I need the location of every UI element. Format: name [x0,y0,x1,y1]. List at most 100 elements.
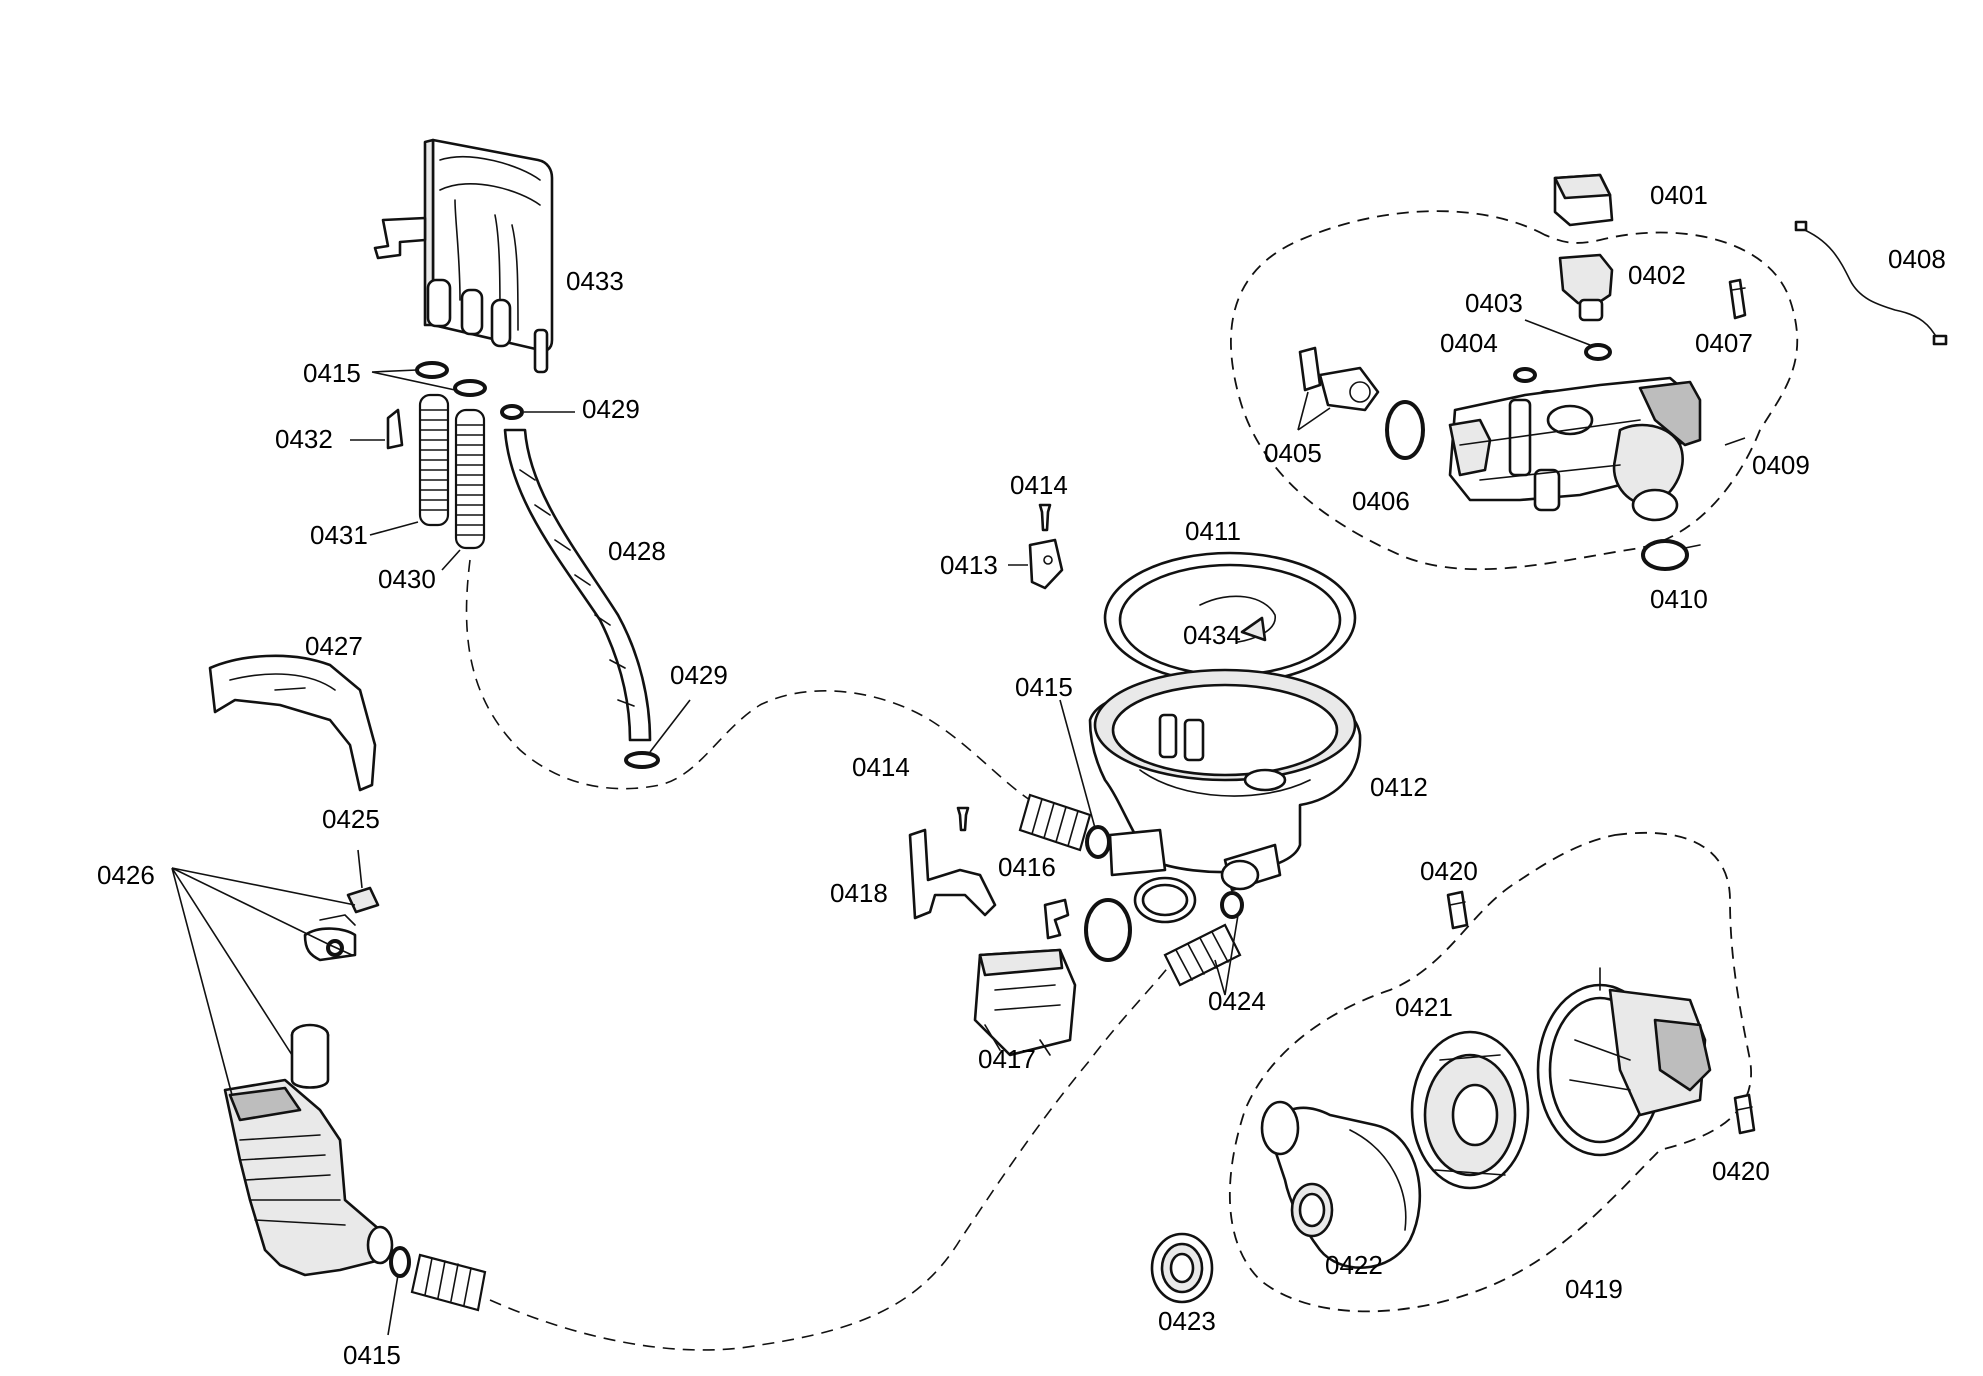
part-drain-hose-lower [410,1253,487,1312]
leader-0403 [1524,319,1591,346]
part-0428-hose [503,428,652,742]
part-0434-cover-arrow [1199,595,1276,643]
part-0414-screw-a [1038,503,1052,532]
part-0432-clip [386,408,404,450]
part-0424-hose [1163,923,1242,987]
leader-0431 [369,521,419,536]
label-0408: 0408 [1888,244,1946,274]
part-0413-holder [1028,538,1064,590]
part-0430-hose [454,408,486,550]
label-0405: 0405 [1264,438,1322,468]
label-0406: 0406 [1352,486,1410,516]
label-0401: 0401 [1650,180,1708,210]
leader-0415c [387,1274,399,1336]
label-0419: 0419 [1565,1274,1623,1304]
label-0429-b: 0429 [670,660,728,690]
hose-route-0430 [465,559,1031,801]
leader-0426 [171,867,356,1096]
label-0420-a: 0420 [1420,856,1478,886]
label-0431: 0431 [310,520,368,550]
leader-0405 [1297,391,1331,431]
part-0415-ring-a [415,361,449,379]
leader-0424 [1214,914,1239,996]
label-0433: 0433 [566,266,624,296]
part-0424-seal [1084,898,1132,962]
label-0411: 0411 [1185,516,1241,546]
label-0415-c: 0415 [343,1340,401,1370]
part-0410-clamp [1641,539,1701,571]
part-0401-cover [1553,173,1614,227]
label-0412: 0412 [1370,772,1428,802]
label-0434: 0434 [1183,620,1241,650]
part-0420-clip-b [1733,1093,1756,1135]
part-0418-bracket [908,828,997,920]
label-0427: 0427 [305,631,363,661]
part-0415-ring-middle [1085,825,1111,859]
label-0422: 0422 [1325,1250,1383,1280]
label-0407: 0407 [1695,328,1753,358]
part-0426-drain-pump [223,1078,394,1277]
part-0426-small-parts [290,914,357,1089]
part-0427-cover [208,654,377,792]
label-0429-a: 0429 [582,394,640,424]
part-0416-clip [1043,898,1070,940]
part-0408-wire [1794,220,1948,346]
leader-0425 [357,849,363,889]
part-0421-impeller-housing [1410,1030,1530,1190]
leader-0430 [441,549,461,571]
label-0413: 0413 [940,550,998,580]
label-0420-b: 0420 [1712,1156,1770,1186]
label-0403: 0403 [1465,288,1523,318]
label-0404: 0404 [1440,328,1498,358]
part-0424-ring [1220,891,1244,919]
label-0409: 0409 [1752,450,1810,480]
part-0405-heater-switch [1298,346,1380,412]
part-0431-hose [418,393,450,527]
part-0420-clip-a [1446,890,1469,930]
leader-0409 [1724,437,1746,446]
label-0415-b: 0415 [1015,672,1073,702]
label-0423: 0423 [1158,1306,1216,1336]
part-0429-clip-a [500,404,524,420]
part-0423-seal [1150,1232,1214,1304]
part-0409-heat-pump-body [1448,376,1702,522]
label-0414-b: 0414 [852,752,910,782]
label-0417: 0417 [978,1044,1036,1074]
label-0416: 0416 [998,852,1056,882]
label-0424: 0424 [1208,986,1266,1016]
leader-0429b [649,699,691,753]
label-0421: 0421 [1395,992,1453,1022]
leader-0415a [371,369,456,391]
part-0406-ring [1385,400,1425,460]
label-0414-a: 0414 [1010,470,1068,500]
part-0422-pump-housing [1260,1100,1422,1269]
part-0403-ring [1584,343,1612,361]
part-0415-ring-b [453,379,487,397]
pump-group-outline [1229,831,1753,1313]
part-0419-motor [1536,967,1712,1157]
label-0402: 0402 [1628,260,1686,290]
part-0402-sensor [1558,253,1614,322]
part-0404-ring-a [1513,367,1537,383]
label-0432: 0432 [275,424,333,454]
part-0433-cover [373,138,554,374]
part-0412-sump [1088,668,1362,924]
valve-group-outline [1230,210,1799,571]
hose-route-drain [489,964,1171,1351]
label-0410: 0410 [1650,584,1708,614]
part-0415-hose-middle [1018,793,1092,852]
part-0429-clip-b [624,751,660,769]
part-0407-clip [1728,278,1747,320]
label-0426: 0426 [97,860,155,890]
label-0415-a: 0415 [303,358,361,388]
label-0425: 0425 [322,804,380,834]
part-0415-ring-c [389,1246,411,1278]
part-0414-screw-b [956,806,970,832]
label-0418: 0418 [830,878,888,908]
part-0411-filter-ring [1103,551,1357,685]
part-0425-clip [346,886,380,914]
leader-0415b [1059,699,1096,829]
part-0417-valve [973,948,1077,1057]
label-0428: 0428 [608,536,666,566]
